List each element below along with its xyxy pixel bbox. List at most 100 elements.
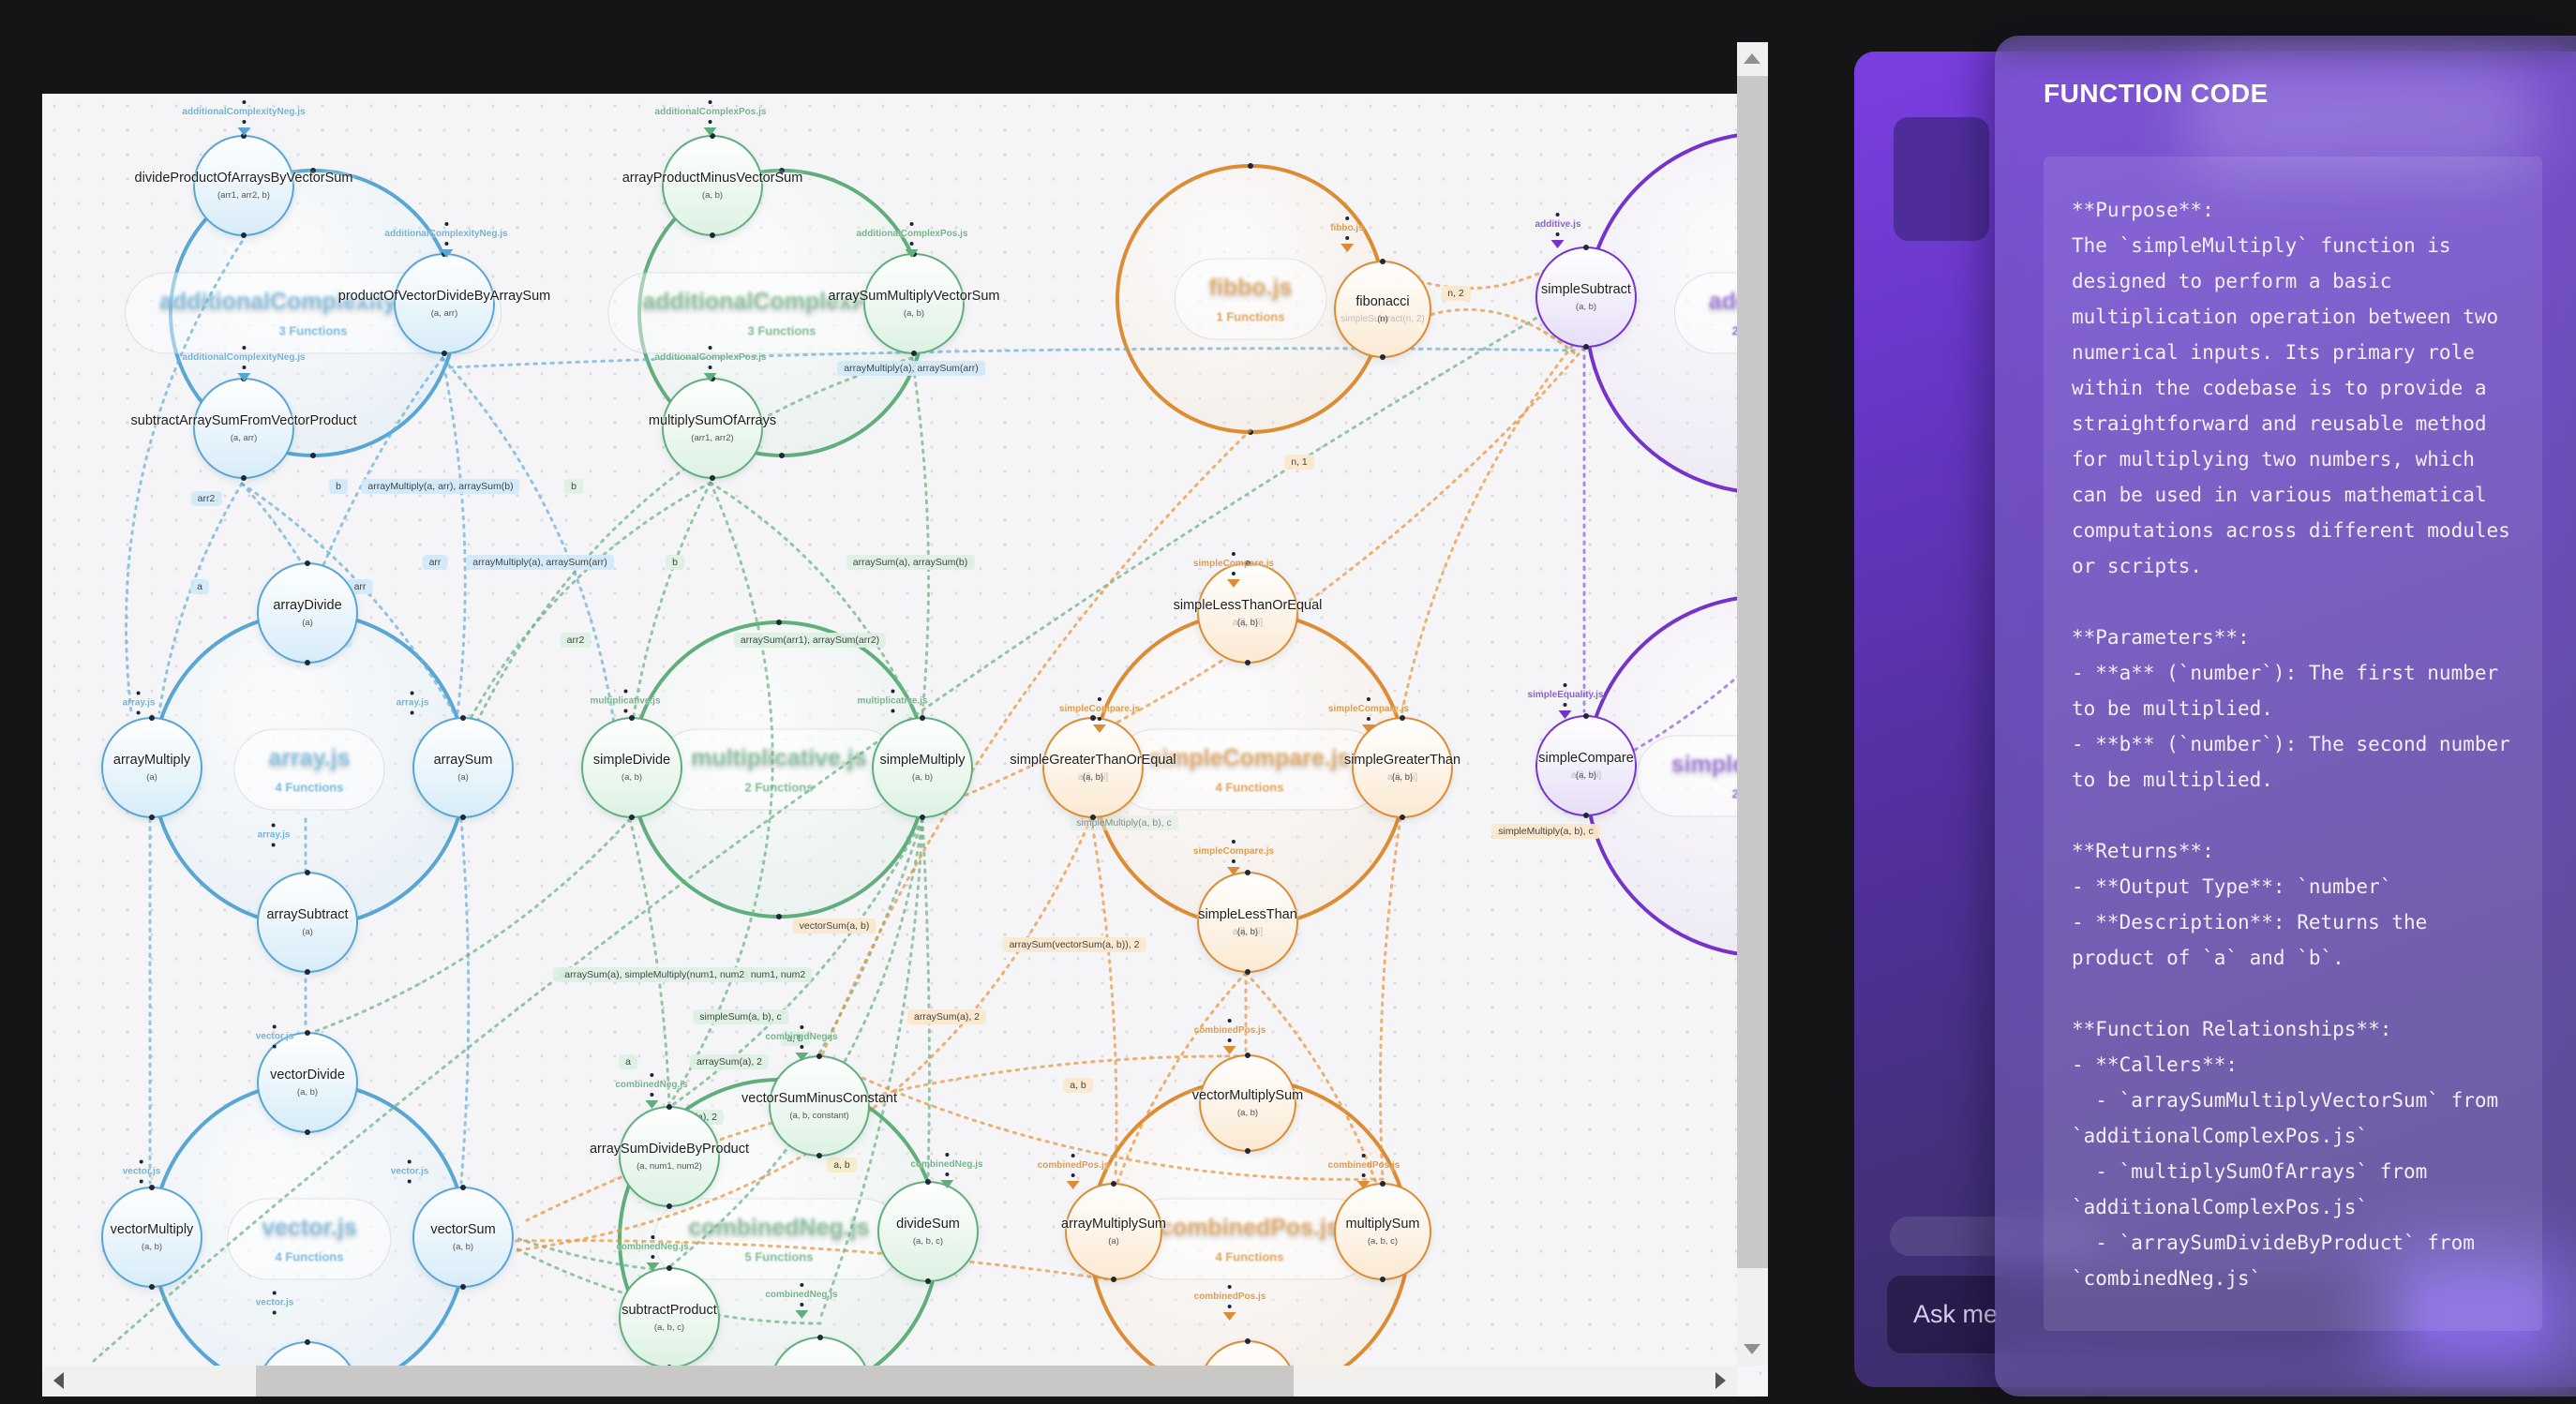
incoming-arrow-icon (1067, 1181, 1080, 1189)
port-dot-icon (1098, 697, 1101, 701)
function-name: simpleGreaterThan (1343, 753, 1461, 768)
function-name: vectorDivide (270, 1068, 345, 1083)
function-node-arraySubtract[interactable]: arraySubtract(a) (257, 872, 358, 973)
edge (632, 481, 712, 718)
graph-canvas[interactable]: additionalComplexityNeg.js 3 Functions add… (42, 94, 1768, 1397)
incoming-arrow-icon (1551, 240, 1565, 248)
file-label: vector.js (123, 1159, 160, 1184)
function-node-arraySumMultiplyVectorSum[interactable]: arraySumMultiplyVectorSum(a, b) (829, 253, 999, 354)
function-params: (a, b) (701, 190, 724, 201)
function-node-arrayMultiply[interactable]: arrayMultiply(a) (101, 717, 202, 818)
function-node-vectorMultiplySum[interactable]: vectorMultiplySum(a, b) (1192, 1054, 1303, 1152)
port-dot-icon (1345, 217, 1349, 220)
function-node-simpleLessThan[interactable]: a[i], b[i]simpleLessThan(a, b) (1197, 872, 1298, 973)
function-node-subtractArraySumFromVectorProduct[interactable]: subtractArraySumFromVectorProduct(a, arr… (131, 378, 356, 479)
scroll-right-icon[interactable] (1715, 1372, 1726, 1389)
function-name: multiplySum (1345, 1217, 1420, 1232)
function-node-simpleDivide[interactable]: simpleDivide(a, b) (581, 717, 682, 818)
file-label-text: additionalComplexPos.js (654, 352, 767, 363)
cluster-function-count: 4 Functions (275, 780, 344, 795)
edge (1399, 343, 1575, 722)
horizontal-scrollbar-thumb[interactable] (256, 1366, 1294, 1397)
port-dot-icon (1232, 552, 1236, 556)
edge (514, 1247, 822, 1325)
port-dot-icon (411, 691, 414, 695)
function-node-arraySumDivideByProduct[interactable]: arraySumDivideByProduct(a, num1, num2) (590, 1106, 749, 1207)
port-dot-icon (708, 346, 712, 350)
function-node-vectorMultiply[interactable]: vectorMultiply(a, b) (101, 1187, 202, 1288)
function-node-vectorSum[interactable]: vectorSum(a, b) (412, 1187, 514, 1288)
scroll-up-icon[interactable] (1744, 53, 1760, 64)
function-name: arraySum (433, 753, 493, 768)
function-node-simpleCompare[interactable]: a[i], b[i]simpleCompare(a, b) (1535, 715, 1637, 816)
horizontal-scrollbar[interactable] (42, 1366, 1737, 1397)
function-node-simpleMultiply[interactable]: simpleMultiply(a, b) (872, 717, 973, 818)
function-node-vectorDivide[interactable]: vectorDivide(a, b) (257, 1032, 358, 1133)
function-node-arrayMultiplySum[interactable]: arrayMultiplySum(a) (1061, 1183, 1166, 1280)
file-label-text: additionalComplexPos.js (654, 107, 767, 117)
function-node-arraySum[interactable]: arraySum(a) (412, 717, 514, 818)
function-params: (a) (1108, 1236, 1119, 1247)
port-dot-icon (272, 843, 276, 847)
port-dot-icon (1362, 1154, 1366, 1158)
sidebar-button[interactable] (1894, 117, 1989, 241)
function-params: (a, b) (452, 1242, 474, 1252)
cluster-name: vector.js (262, 1214, 357, 1241)
function-name: simpleLessThanOrEqual (1173, 598, 1323, 613)
edge (628, 817, 671, 1108)
edge (157, 482, 244, 714)
cluster-name: combinedNeg.js (688, 1214, 870, 1241)
scroll-down-icon[interactable] (1744, 1344, 1760, 1354)
function-name: vectorSumMinusConstant (741, 1091, 898, 1106)
incoming-arrow-icon (1223, 1312, 1236, 1321)
function-name: arraySubtract (266, 907, 349, 922)
function-params: (a, b, constant) (789, 1111, 849, 1121)
port-dot-icon (623, 709, 627, 713)
file-label-text: multiplicative.js (857, 695, 928, 707)
edge-label: arr2 (190, 491, 222, 506)
function-node-multiplySum[interactable]: multiplySum(a, b, c) (1334, 1183, 1431, 1280)
edge-label: a, b (827, 1158, 857, 1172)
file-label-text: array.js (396, 697, 429, 709)
function-name: vectorMultiplySum (1191, 1088, 1304, 1103)
port-dot-icon (241, 346, 246, 350)
function-node-vectorSumMinusConstant[interactable]: vectorSumMinusConstant (a, b, constant) (741, 1055, 897, 1157)
function-node-simpleGreaterThanOrEqual[interactable]: a[i], b[i]simpleGreaterThanOrEqual(a, b) (1010, 717, 1176, 818)
port-dot-icon (1367, 717, 1370, 721)
function-node-productOfVectorDivideByArraySum[interactable]: productOfVectorDivideByArraySum(a, arr) (338, 253, 550, 354)
function-node-fibonacci[interactable]: simpleSubtract(n, 2)fibonacci(n) (1334, 261, 1431, 358)
file-label: combinedNeg.js (765, 1283, 838, 1319)
file-label: additionalComplexityNeg.js (182, 346, 306, 381)
function-node-simpleSubtract[interactable]: simpleSubtract(a, b) (1535, 246, 1637, 348)
edge-label: arrayMultiply(a), arraySum(arr) (466, 555, 614, 570)
function-node-arrayProductMinusVectorSum[interactable]: arrayProductMinusVectorSum(a, b) (622, 135, 802, 236)
file-label-text: vector.js (255, 1031, 294, 1042)
vertical-scrollbar-thumb[interactable] (1737, 76, 1768, 1268)
file-label: array.js (258, 823, 290, 847)
function-node-multiplySumOfArrays[interactable]: multiplySumOfArrays(arr1, arr2) (649, 378, 776, 479)
function-name: productOfVectorDivideByArraySum (337, 289, 551, 304)
file-label: combinedPos.js (1328, 1154, 1400, 1189)
function-node-simpleGreaterThan[interactable]: a[i], b[i]simpleGreaterThan(a, b) (1344, 717, 1460, 818)
edge (441, 356, 616, 725)
port-dot-icon (891, 709, 894, 713)
vertical-scrollbar[interactable] (1737, 42, 1768, 1366)
scroll-left-icon[interactable] (53, 1372, 64, 1389)
function-node-divideProductOfArraysByVectorSum[interactable]: divideProductOfArraysByVectorSum(arr1, a… (135, 135, 352, 236)
function-name: arrayMultiply (112, 753, 191, 768)
incoming-arrow-icon (1227, 867, 1240, 875)
function-node-divideSum[interactable]: divideSum(a, b, c) (877, 1181, 979, 1282)
file-label: multiplicative.js (590, 689, 661, 713)
edge-label: num1, num2 (743, 967, 813, 982)
edge-label: n, 2 (1441, 286, 1471, 301)
function-node-simpleLessThanOrEqual[interactable]: a[i], b[i]simpleLessThanOrEqual(a, b) (1174, 562, 1322, 664)
file-label-text: combinedNeg.js (910, 1159, 983, 1170)
cluster-name: combinedPos.js (1160, 1214, 1340, 1241)
port-dot-icon (1563, 683, 1567, 687)
port-dot-icon (1228, 1285, 1232, 1289)
incoming-arrow-icon (1357, 1181, 1370, 1189)
cluster-function-count: 3 Functions (278, 323, 348, 338)
function-doc-block: **Purpose**: The `simpleMultiply` functi… (2044, 157, 2542, 1331)
function-node-subtractProduct[interactable]: subtractProduct(a, b, c) (619, 1267, 720, 1368)
function-node-arrayDivide[interactable]: arrayDivide(a) (257, 562, 358, 664)
